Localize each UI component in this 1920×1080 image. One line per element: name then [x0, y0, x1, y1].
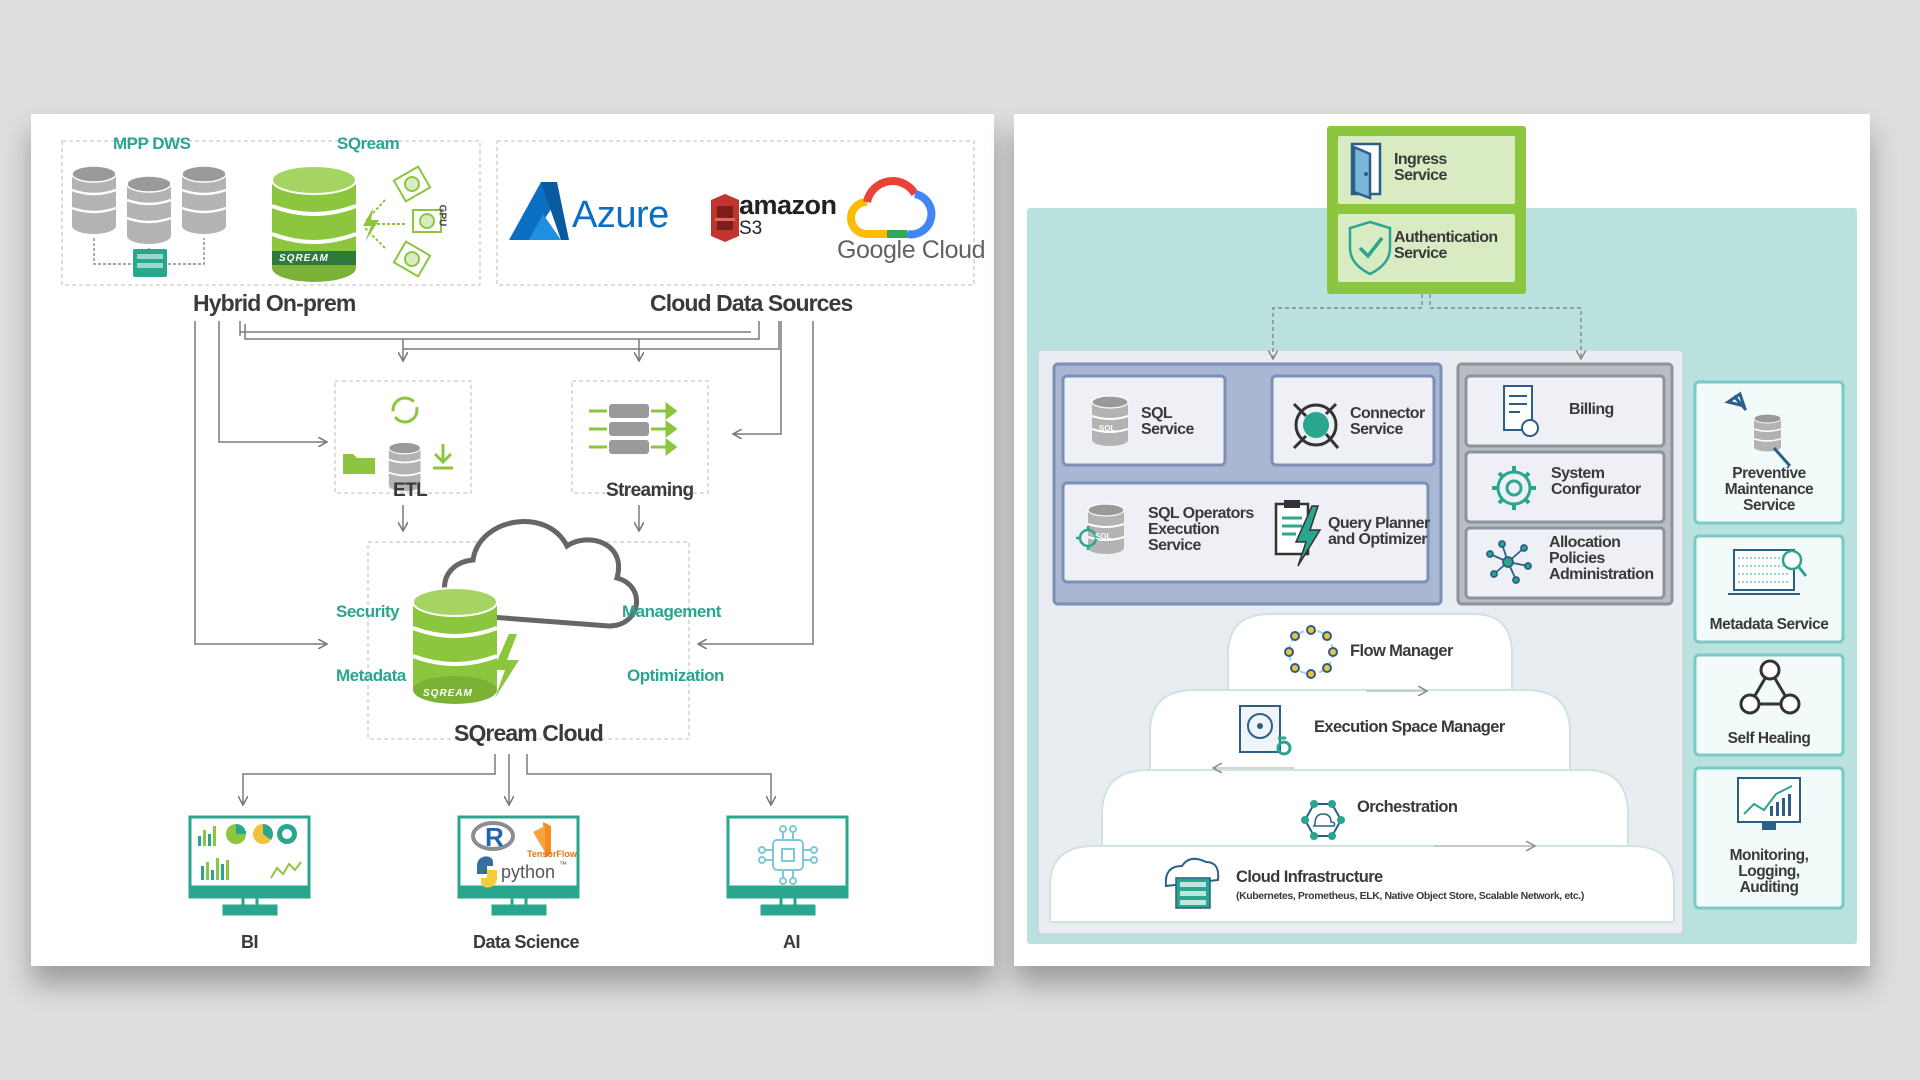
configurator-gear-icon	[1492, 466, 1536, 510]
cloud-server-icon	[1164, 857, 1220, 909]
sqream-cloud-logo-text: SQREAM	[423, 688, 473, 699]
s3-label: S3	[739, 218, 763, 239]
ai-label: AI	[783, 932, 801, 952]
left-diagram-graphics	[61, 140, 975, 916]
metadata-service-label: Metadata Service	[1709, 616, 1829, 633]
azure-label: Azure	[572, 194, 669, 236]
billing-label: Billing	[1569, 401, 1614, 418]
bi-label: BI	[241, 932, 259, 952]
sqream-cloud-label: SQream Cloud	[454, 720, 604, 746]
google-cloud-label: Google Cloud	[837, 236, 986, 264]
python-trademark: ™	[559, 860, 567, 869]
sqream-logo-text: SQREAM	[279, 253, 329, 264]
sql-badge: SQL	[1099, 424, 1116, 433]
sql-operators-badge: SQL	[1095, 532, 1112, 541]
sqream-label: SQream	[337, 134, 400, 153]
maintenance-wrench-icon	[1724, 391, 1792, 467]
azure-logo-icon	[509, 182, 569, 240]
monitoring-label: Monitoring,Logging,Auditing	[1729, 847, 1809, 896]
sqream-cloud-icon	[411, 519, 640, 706]
security-label: Security	[336, 602, 400, 621]
etl-box	[334, 380, 472, 494]
r-logo-text: R	[485, 822, 504, 852]
amazon-label: amazon	[739, 190, 837, 220]
streaming-label: Streaming	[606, 480, 694, 501]
gpu-label: GPU	[436, 204, 448, 227]
network-node-icon	[1486, 540, 1532, 584]
hybrid-architecture-panel: MPP DWS SQream GPU SQREAM Hybrid On-prem…	[31, 114, 994, 966]
binary-search-icon	[1728, 549, 1808, 595]
orchestration-icon	[1301, 800, 1345, 840]
cloud-sources-box	[496, 140, 975, 286]
tensorflow-label: TensorFlow	[527, 849, 577, 859]
database-icon	[180, 164, 228, 236]
hybrid-onprem-box	[61, 140, 481, 286]
sql-operators-database-icon	[1087, 503, 1125, 555]
monitoring-chart-icon	[1737, 777, 1801, 830]
etl-label: ETL	[393, 480, 428, 501]
preventive-maintenance-box	[1693, 380, 1845, 525]
server-icon	[133, 249, 167, 277]
cloud-infrastructure-label: Cloud Infrastructure	[1236, 868, 1383, 886]
connector-icon	[1292, 402, 1340, 450]
execution-space-icon	[1239, 705, 1292, 756]
cloud-data-sources-label: Cloud Data Sources	[650, 290, 853, 316]
orchestration-label: Orchestration	[1357, 798, 1458, 816]
gear-icon	[1076, 526, 1100, 550]
hybrid-onprem-label: Hybrid On-prem	[193, 290, 356, 316]
gpu-chip-icon	[392, 165, 442, 278]
clipboard-icon	[1274, 500, 1322, 567]
connector-service-box	[1270, 374, 1436, 467]
ai-monitor-icon	[726, 815, 849, 916]
cloud-infrastructure-detail: (Kubernetes, Prometheus, ELK, Native Obj…	[1236, 890, 1584, 902]
execution-space-manager-label: Execution Space Manager	[1314, 718, 1505, 736]
sql-database-icon	[1091, 395, 1129, 447]
database-icon	[125, 174, 173, 246]
invoice-icon	[1503, 385, 1539, 437]
aws-s3-logo-icon	[711, 194, 739, 242]
flow-manager-label: Flow Manager	[1350, 642, 1453, 660]
sql-operators-box	[1061, 481, 1430, 584]
streaming-box	[571, 380, 709, 494]
data-science-label: Data Science	[473, 932, 580, 952]
self-healing-network-icon	[1739, 659, 1801, 715]
bi-monitor-icon	[188, 815, 311, 916]
mpp-dws-label: MPP DWS	[113, 134, 191, 153]
management-label: Management	[622, 602, 721, 621]
metadata-label: Metadata	[336, 666, 406, 685]
monitoring-box	[1693, 766, 1845, 910]
database-icon	[70, 164, 118, 236]
right-diagram-graphics	[1027, 126, 1857, 944]
streaming-icon	[589, 402, 678, 456]
shield-icon	[1348, 220, 1392, 276]
flow-manager-icon	[1284, 625, 1338, 679]
lightning-icon	[363, 208, 379, 242]
python-label: python	[501, 862, 556, 882]
billing-box	[1464, 374, 1666, 448]
optimization-label: Optimization	[627, 666, 724, 685]
door-icon	[1350, 142, 1382, 200]
google-cloud-logo-icon	[847, 177, 936, 239]
self-healing-label: Self Healing	[1727, 730, 1811, 747]
data-science-monitor-icon	[457, 815, 580, 916]
etl-icon	[343, 396, 453, 493]
